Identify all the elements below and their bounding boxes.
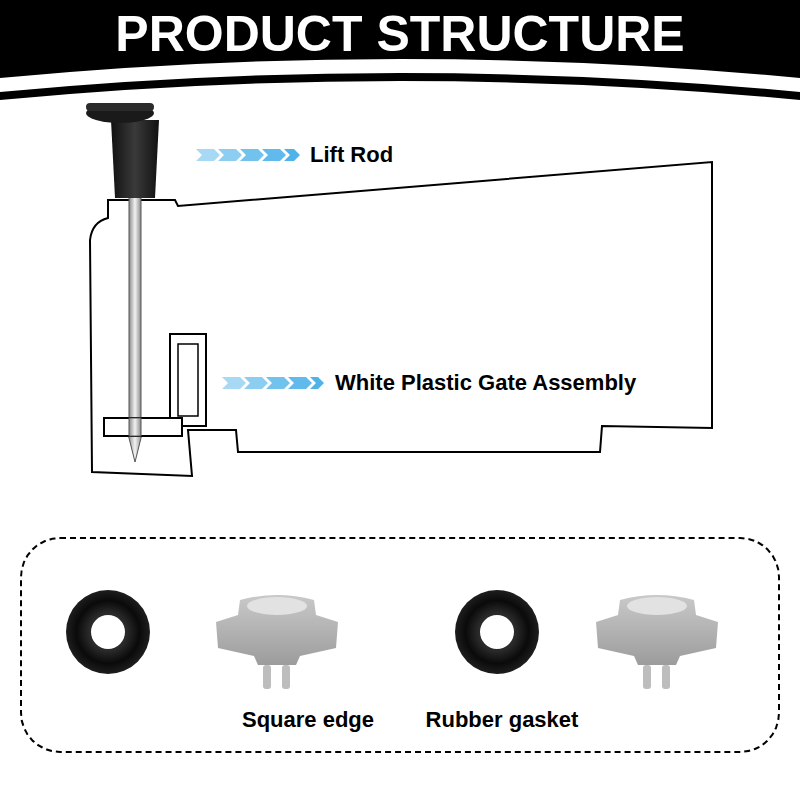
- lift-rod-shaft: [129, 196, 141, 434]
- lift-rod-cap: [86, 103, 154, 123]
- part-label: White Plastic Gate Assembly: [335, 370, 636, 396]
- gate-arm: [104, 418, 182, 436]
- gate-plate: [170, 334, 206, 426]
- faucet-outline: [90, 162, 712, 476]
- lift-rod-knob: [111, 120, 159, 198]
- banner: [0, 0, 800, 78]
- chevron-arrow: [196, 149, 300, 161]
- lift-rod-tip: [128, 434, 142, 462]
- rubber-ring: [66, 590, 150, 674]
- rubber-ring: [455, 590, 539, 674]
- banner-arc: [0, 73, 800, 100]
- lift-rod-shaft-front: [129, 418, 141, 436]
- gate-plate-inner: [178, 344, 198, 416]
- gate-part: [596, 595, 718, 689]
- part-label: Lift Rod: [310, 142, 393, 168]
- lift-rod-cap-top: [86, 103, 154, 111]
- chevron-arrow: [222, 377, 324, 389]
- gate-part: [216, 595, 338, 689]
- part-label: Square edge: [242, 707, 374, 733]
- part-label: Rubber gasket: [426, 707, 579, 733]
- page-title: PRODUCT STRUCTURE: [0, 6, 800, 62]
- parts-panel: Square edge Rubber gasket: [20, 537, 780, 753]
